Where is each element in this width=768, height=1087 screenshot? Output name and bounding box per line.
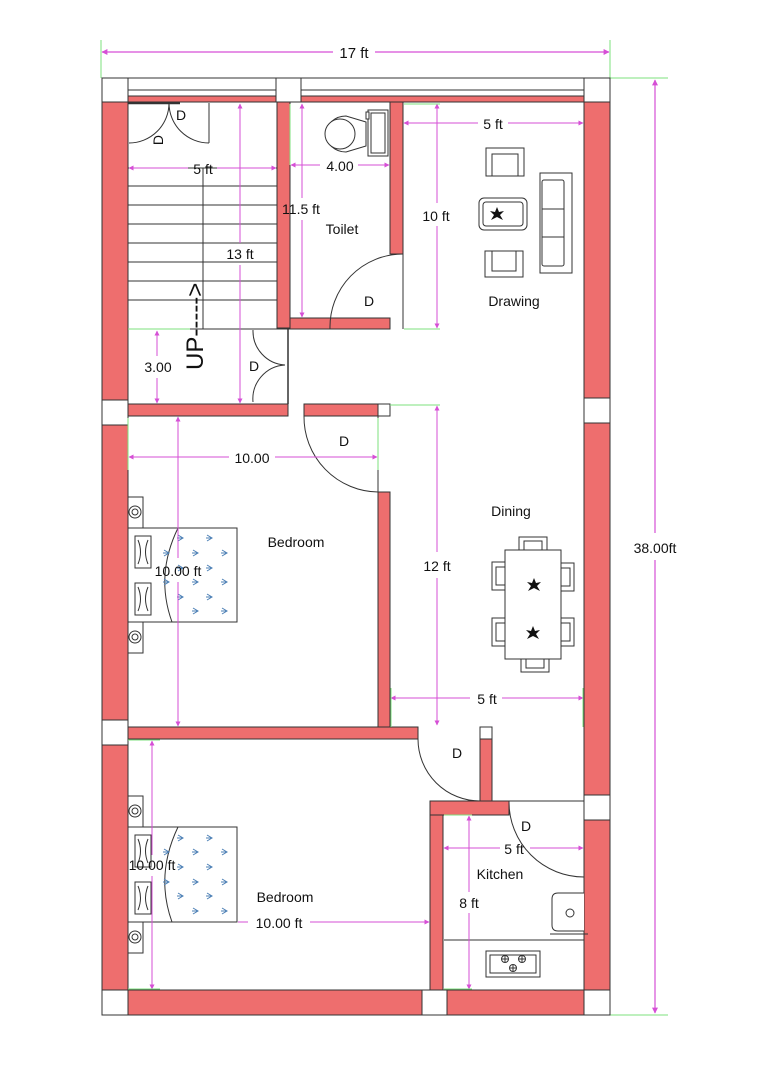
overall-height-dimension [610, 77, 668, 1016]
door-label: D [176, 107, 186, 123]
overall-height-label: 38.00ft [634, 540, 677, 556]
stair-top-double-door[interactable] [128, 101, 210, 144]
toilet-dimensions [289, 103, 390, 318]
bedroom2-dimensions [128, 739, 430, 990]
landing-double-door[interactable] [252, 329, 286, 403]
door-label: D [150, 135, 166, 145]
drawing-width-label: 5 ft [483, 116, 503, 132]
dining-table [491, 536, 575, 673]
door-label: D [249, 358, 259, 374]
bedroom1-width-label: 10.00 [234, 450, 269, 466]
bedroom1-door[interactable] [303, 415, 379, 493]
door-label: D [521, 818, 531, 834]
door-label: D [364, 293, 374, 309]
overall-width-label: 17 ft [339, 45, 369, 62]
columns [101, 77, 611, 1016]
bedroom2-door[interactable] [417, 727, 481, 802]
kitchen-dimensions [443, 814, 584, 990]
kitchen-door[interactable] [508, 800, 585, 878]
bedroom2-bed [127, 795, 238, 954]
toilet-width-label: 4.00 [326, 158, 353, 174]
parapet-lines [128, 77, 584, 91]
door-label: D [339, 433, 349, 449]
bedroom1-height-label: 10.00 ft [155, 563, 202, 579]
stair-landing-label: 3.00 [144, 359, 171, 375]
bedroom1-room-label: Bedroom [268, 534, 325, 550]
bedroom2-room-label: Bedroom [257, 889, 314, 905]
bedroom1-bed [127, 496, 238, 654]
toilet-door[interactable] [329, 253, 404, 330]
toilet-height-label: 11.5 ft [282, 201, 320, 217]
kitchen-width-label: 5 ft [504, 841, 524, 857]
stair-dimensions [128, 103, 277, 404]
bedroom2-height-label: 10.00 ft [129, 857, 176, 873]
walls [101, 95, 611, 1016]
door-label: D [452, 745, 462, 761]
kitchen-height-label: 8 ft [459, 895, 479, 911]
dining-dimensions [390, 404, 584, 727]
drawing-height-label: 10 ft [422, 208, 449, 224]
bedroom2-width-label: 10.00 ft [256, 915, 303, 931]
stair-up-label: UP-----> [182, 283, 209, 370]
stove-burners [501, 955, 526, 972]
drawing-room-label: Drawing [488, 293, 539, 309]
bedroom1-dimensions [127, 416, 379, 727]
kitchen-room-label: Kitchen [477, 866, 524, 882]
toilet-fixture [324, 109, 389, 157]
overall-width-dimension [100, 40, 611, 78]
drawing-furniture [478, 147, 573, 278]
dining-width-label: 5 ft [477, 691, 497, 707]
drawing-dimensions [403, 103, 584, 330]
stair-height-label: 13 ft [226, 246, 253, 262]
dining-height-label: 12 ft [423, 558, 450, 574]
toilet-room-label: Toilet [326, 221, 359, 237]
stair-width-label: 5 ft [193, 161, 213, 177]
staircase [128, 167, 290, 404]
dining-room-label: Dining [491, 503, 531, 519]
